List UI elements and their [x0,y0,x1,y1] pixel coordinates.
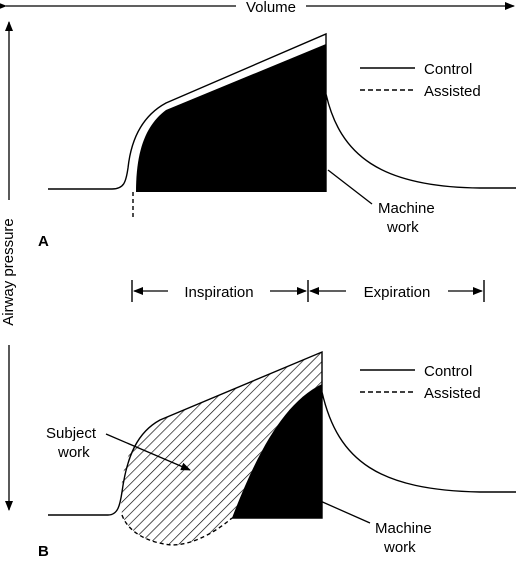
inspiration-label: Inspiration [184,284,253,301]
panel-b-subject-work-area [121,352,322,545]
airway-pressure-axis: Airway pressure [0,21,17,511]
expiration-label: Expiration [364,284,431,301]
panel-b-letter: B [38,543,49,560]
panel-a-legend-assisted-label: Assisted [424,83,481,100]
panel-b-subject-work-label-line2: work [57,444,90,461]
panel-b-machine-work-area [232,384,322,518]
panel-a: Control Assisted Machine work A [38,32,516,250]
panel-b-machine-work-label-line1: Machine [375,520,432,537]
panel-b: Control Assisted Subject work Machine wo… [38,350,516,560]
panel-a-legend-control-label: Control [424,61,472,78]
panel-a-machine-work-label-line1: Machine [378,200,435,217]
panel-a-machine-work-area [136,44,326,192]
panel-b-assisted-curve [121,514,233,546]
panel-b-legend-control-label: Control [424,363,472,380]
panel-b-control-curve [48,350,516,519]
panel-b-machine-work-pointer [317,499,371,524]
panel-b-subject-work-pointer [105,433,191,471]
phase-markers: Inspiration Expiration [131,280,485,302]
volume-axis-label: Volume [246,0,296,16]
panel-a-machine-work-label-line2: work [386,219,419,236]
panel-b-machine-work-label-line2: work [383,539,416,556]
volume-axis: Volume [0,0,515,16]
panel-b-legend-assisted-label: Assisted [424,385,481,402]
panel-b-subject-work-label-line1: Subject [46,425,97,442]
pressure-axis-label: Airway pressure [0,218,17,326]
panel-a-machine-work-pointer [327,169,373,205]
panel-a-control-curve [48,32,516,192]
panel-a-letter: A [38,233,49,250]
